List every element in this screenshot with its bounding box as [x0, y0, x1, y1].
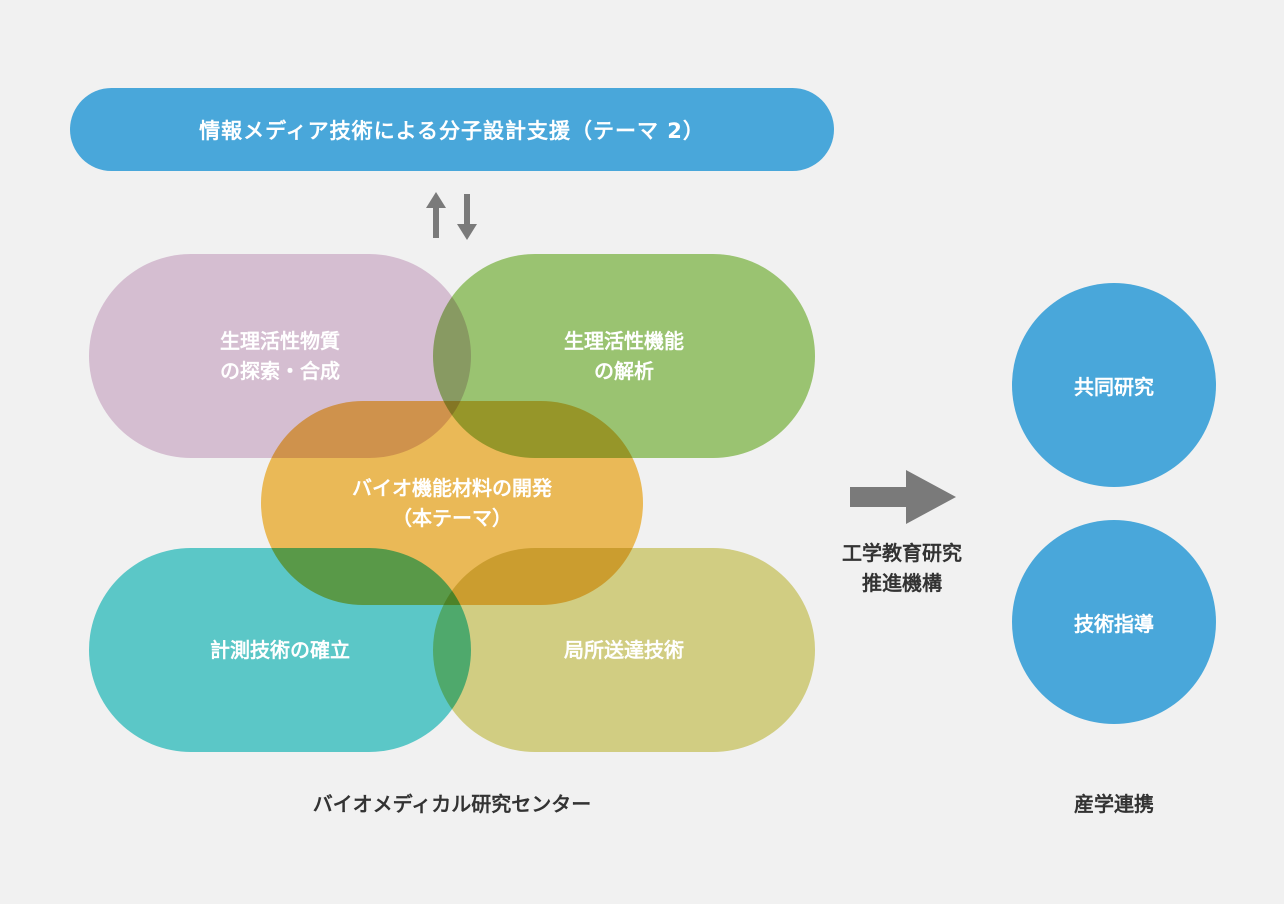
measurement-text: 計測技術の確立 [210, 638, 350, 662]
main-theme-line1: バイオ機能材料の開発 [352, 476, 552, 500]
analysis-line2: の解析 [594, 359, 654, 383]
institute-label: 工学教育研究 推進機構 [812, 538, 992, 598]
technical-guidance-label: 技術指導 [1074, 611, 1154, 636]
measurement-label: 計測技術の確立 [89, 548, 471, 752]
analysis-line1: 生理活性機能 [564, 329, 684, 353]
partnership-caption: 産学連携 [1074, 792, 1154, 816]
main-theme-label: バイオ機能材料の開発 （本テーマ） [261, 401, 643, 605]
delivery-text: 局所送達技術 [564, 638, 684, 662]
center-caption: バイオメディカル研究センター [312, 792, 592, 816]
right-arrow-icon [850, 470, 956, 524]
pill-main-theme [261, 401, 643, 605]
delivery-label: 局所送達技術 [433, 548, 815, 752]
institute-line1: 工学教育研究 [842, 541, 962, 565]
theme2-banner-label: 情報メディア技術による分子設計支援（テーマ 2） [199, 118, 705, 143]
joint-research-circle: 共同研究 [1012, 283, 1216, 487]
joint-research-label: 共同研究 [1074, 374, 1154, 399]
analysis-label: 生理活性機能 の解析 [433, 254, 815, 458]
theme2-banner: 情報メディア技術による分子設計支援（テーマ 2） [70, 88, 834, 171]
synthesis-line1: 生理活性物質 [220, 329, 340, 353]
synthesis-line2: の探索・合成 [220, 359, 340, 383]
institute-line2: 推進機構 [862, 571, 942, 595]
up-down-arrows-icon [426, 192, 477, 240]
technical-guidance-circle: 技術指導 [1012, 520, 1216, 724]
main-theme-line2: （本テーマ） [392, 506, 512, 530]
synthesis-label: 生理活性物質 の探索・合成 [89, 254, 471, 458]
